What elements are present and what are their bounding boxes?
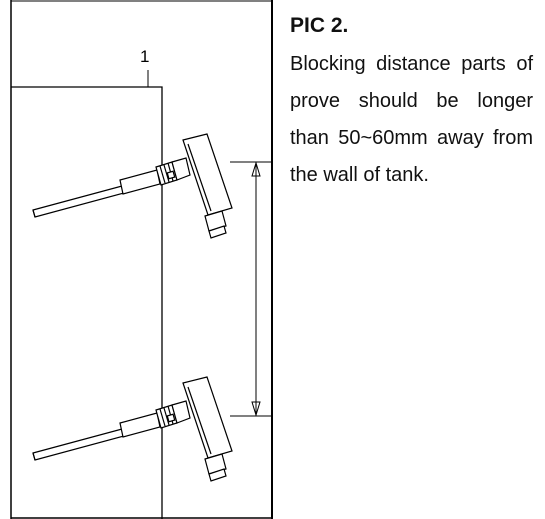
upper-probe [32,133,233,239]
lower-probe [32,376,233,482]
probe-diagram: 1 [0,0,271,519]
tank-wall-label: 1 [140,47,149,66]
caption-title: PIC 2. [290,14,349,37]
dimension-arrow-top [251,161,261,177]
caption-body: Blocking distance parts of prove should … [290,53,533,186]
dimension-arrow-bottom [251,401,261,417]
caption-panel: PIC 2. Blocking distance parts of prove … [273,0,545,519]
column-divider [271,0,273,519]
tank-wall-outline [11,86,163,519]
